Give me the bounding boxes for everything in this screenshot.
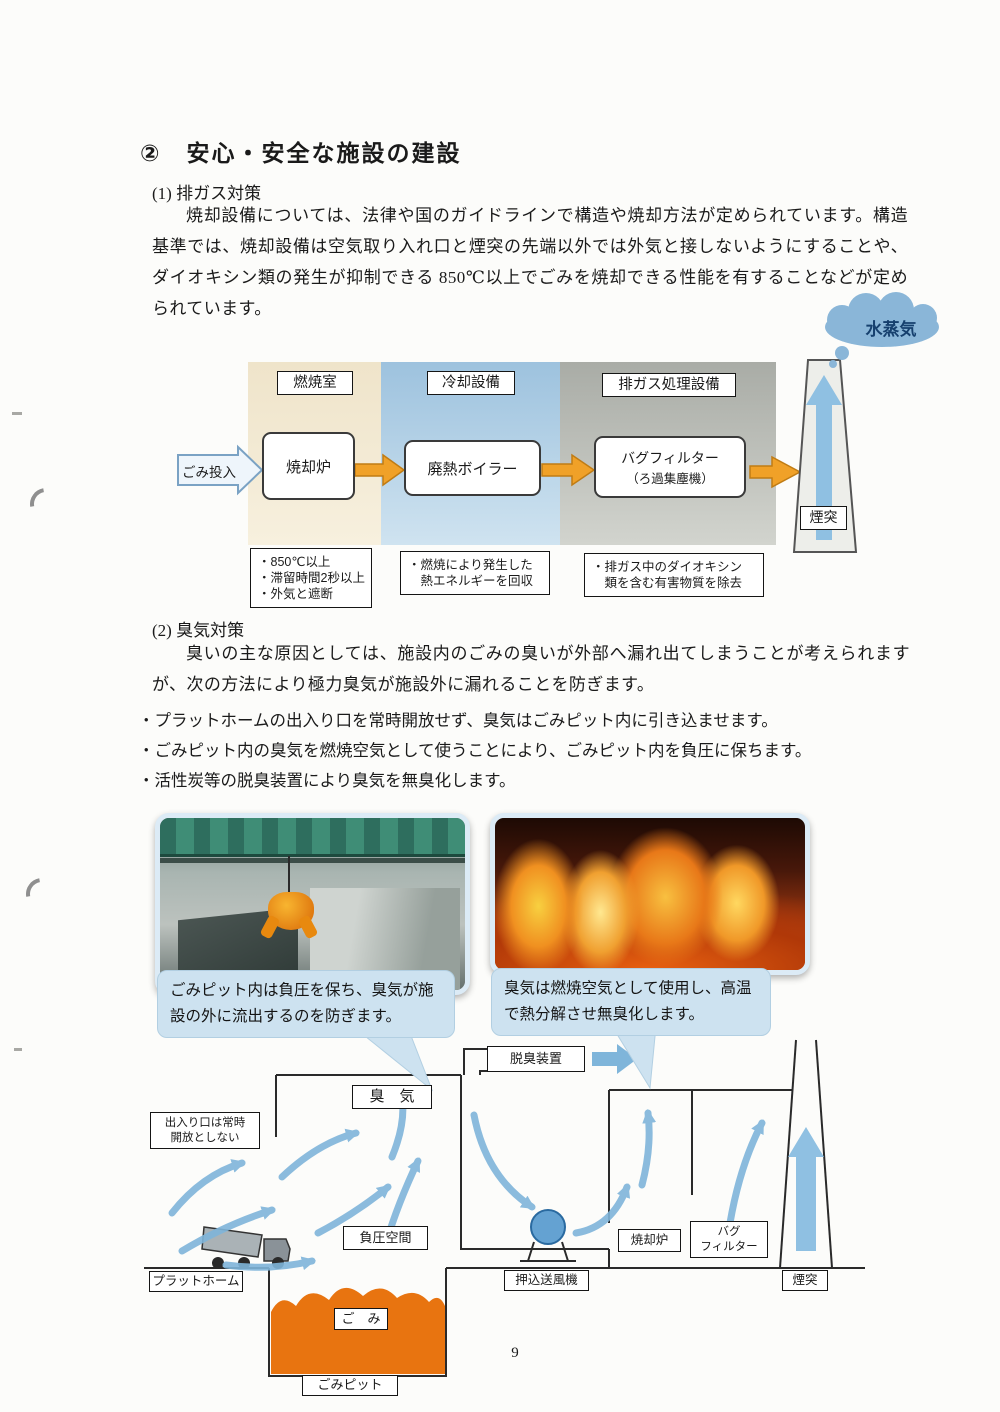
section1-heading: (1) 排ガス対策 bbox=[152, 184, 262, 203]
section1-paragraph: 焼却設備については、法律や国のガイドラインで構造や焼却方法が定められています。構… bbox=[152, 206, 908, 318]
incinerator-label: 焼却炉 bbox=[285, 458, 331, 476]
incinerator-box: 焼却炉 bbox=[262, 432, 355, 500]
airflow-arrow bbox=[314, 1183, 392, 1237]
flow-diagram-graphics bbox=[177, 292, 939, 553]
airflow-arrow bbox=[278, 1128, 360, 1181]
callout-tails bbox=[353, 1025, 657, 1092]
facility-chimney-label: 煙突 bbox=[782, 1270, 828, 1291]
combustion-note: ・850℃以上 ・滞留時間2秒以上 ・外気と遮断 bbox=[250, 548, 372, 608]
treatment-note: ・排ガス中のダイオキシン 類を含む有害物質を除去 bbox=[584, 553, 764, 597]
section2-paragraph: 臭いの主な原因としては、施設内のごみの臭いが外部へ漏れ出てしまうことが考えられま… bbox=[152, 644, 910, 694]
platform-label: プラットホーム bbox=[149, 1271, 243, 1292]
hole-punch-mark bbox=[19, 871, 65, 917]
airflow-arrow bbox=[638, 1109, 657, 1189]
scan-artifact bbox=[14, 1048, 22, 1051]
combustion-zone-label: 燃焼室 bbox=[277, 371, 353, 395]
blower-fan-icon bbox=[520, 1209, 576, 1262]
bagfilter-label-line2: （ろ過集塵機） bbox=[626, 471, 714, 486]
deodorizer-label: 脱臭装置 bbox=[487, 1046, 585, 1072]
flame-photo bbox=[490, 813, 810, 975]
flow-arrow-icon bbox=[749, 455, 802, 489]
photo-beam bbox=[160, 858, 465, 863]
cooling-note: ・燃焼により発生した 熱エネルギーを回収 bbox=[400, 551, 550, 595]
page-title: ② 安心・安全な施設の建設 bbox=[140, 140, 462, 166]
note-line: ・燃焼により発生した bbox=[408, 558, 533, 572]
waste-input-arrow-icon bbox=[177, 444, 264, 496]
boiler-box: 廃熱ボイラー bbox=[404, 440, 541, 496]
facility-bagfilter-label: バグ フィルター bbox=[690, 1221, 768, 1258]
chimney-updraft-arrow-icon bbox=[788, 1127, 824, 1251]
entrance-note-label: 出入り口は常時 開放としない bbox=[150, 1112, 260, 1149]
facility-incinerator-label: 焼却炉 bbox=[618, 1229, 681, 1252]
hole-punch-mark bbox=[23, 481, 69, 527]
deodorizer-exit-arrow-icon bbox=[592, 1044, 637, 1074]
label-text: 開放としない bbox=[170, 1131, 240, 1144]
waste-pit-label: ごみピット bbox=[302, 1375, 398, 1396]
bullet-item: ・活性炭等の脱臭装置により臭気を無臭化します。 bbox=[138, 771, 516, 790]
waste-label: ご み bbox=[334, 1308, 388, 1330]
airflow-arrow bbox=[178, 1206, 276, 1255]
label-text: プラットホーム bbox=[152, 1273, 240, 1288]
scan-artifact bbox=[12, 412, 22, 415]
airflow-arrow bbox=[572, 1183, 631, 1237]
zone-label-text: 冷却設備 bbox=[442, 374, 500, 391]
photo-flames bbox=[495, 818, 805, 970]
steam-cloud-icon bbox=[825, 292, 939, 368]
pit-callout-bubble: ごみピット内は負圧を保ち、臭気が施設の外に流出するのを防ぎます。 bbox=[157, 970, 455, 1038]
flow-arrow-icon bbox=[541, 453, 596, 487]
note-line: ・排ガス中のダイオキシン bbox=[592, 560, 743, 574]
photo-ceiling-structure bbox=[160, 818, 465, 857]
label-text: フィルター bbox=[700, 1240, 758, 1253]
odor-bullet-list: ・プラットホームの出入り口を常時開放せず、臭気はごみピット内に引き込ませます。 … bbox=[138, 706, 913, 796]
burn-callout-text: 臭気は燃焼空気として使用し、高温で熱分解させ無臭化します。 bbox=[504, 980, 752, 1023]
odor-label: 臭 気 bbox=[352, 1085, 432, 1109]
treatment-zone-label: 排ガス処理設備 bbox=[602, 373, 736, 397]
boiler-label: 廃熱ボイラー bbox=[427, 460, 518, 478]
waste-pile bbox=[271, 1287, 445, 1374]
label-text: 脱臭装置 bbox=[509, 1050, 562, 1066]
waste-pit-photo bbox=[155, 813, 470, 995]
note-line: ・850℃以上 bbox=[258, 555, 331, 569]
label-text: 負圧空間 bbox=[359, 1229, 412, 1245]
blower-label: 押込送風機 bbox=[504, 1270, 589, 1291]
label-text: ごみピット bbox=[317, 1377, 383, 1393]
note-line: 類を含む有害物質を除去 bbox=[592, 576, 743, 590]
bullet-item: ・プラットホームの出入り口を常時開放せず、臭気はごみピット内に引き込ませます。 bbox=[138, 711, 778, 730]
airflow-arrow bbox=[168, 1159, 246, 1217]
pit-callout-text: ごみピット内は負圧を保ち、臭気が施設の外に流出するのを防ぎます。 bbox=[170, 982, 434, 1025]
page-number: 9 bbox=[511, 1345, 519, 1361]
note-line: 熱エネルギーを回収 bbox=[408, 574, 534, 588]
negative-pressure-label: 負圧空間 bbox=[343, 1226, 428, 1250]
note-line: ・外気と遮断 bbox=[258, 587, 334, 601]
chimney-updraft-arrow-icon bbox=[806, 375, 842, 540]
airflow-arrow bbox=[222, 1256, 316, 1271]
label-text: 焼却炉 bbox=[630, 1232, 669, 1247]
note-line: ・滞留時間2秒以上 bbox=[258, 571, 365, 585]
steam-label: 水蒸気 bbox=[865, 320, 917, 339]
label-text: 煙突 bbox=[792, 1272, 818, 1287]
burn-callout-bubble: 臭気は燃焼空気として使用し、高温で熱分解させ無臭化します。 bbox=[491, 968, 771, 1036]
bullet-item: ・ごみピット内の臭気を燃焼空気として使うことにより、ごみピット内を負圧に保ちます… bbox=[138, 741, 812, 760]
flow-chimney-label: 煙突 bbox=[800, 506, 847, 530]
airflow-arrow bbox=[470, 1111, 536, 1211]
airflow-arrow bbox=[726, 1119, 766, 1227]
building-outline bbox=[144, 1039, 865, 1377]
label-text: ご み bbox=[341, 1310, 381, 1326]
chimney-label-text: 煙突 bbox=[809, 509, 838, 526]
label-text: 臭 気 bbox=[369, 1087, 415, 1105]
section2-heading: (2) 臭気対策 bbox=[152, 621, 245, 640]
label-text: バグ bbox=[717, 1226, 741, 1239]
label-text: 出入り口は常時 bbox=[164, 1117, 246, 1130]
zone-label-text: 排ガス処理設備 bbox=[618, 376, 720, 393]
photo-crane-cable bbox=[288, 856, 290, 898]
zone-label-text: 燃焼室 bbox=[293, 374, 337, 391]
waste-input-label: ごみ投入 bbox=[182, 465, 236, 480]
flow-arrow-icon bbox=[354, 453, 406, 487]
cooling-zone-label: 冷却設備 bbox=[427, 371, 515, 395]
bagfilter-box: バグフィルター （ろ過集塵機） bbox=[594, 436, 746, 498]
bagfilter-label-line1: バグフィルター bbox=[621, 449, 719, 466]
label-text: 押込送風機 bbox=[515, 1272, 578, 1287]
